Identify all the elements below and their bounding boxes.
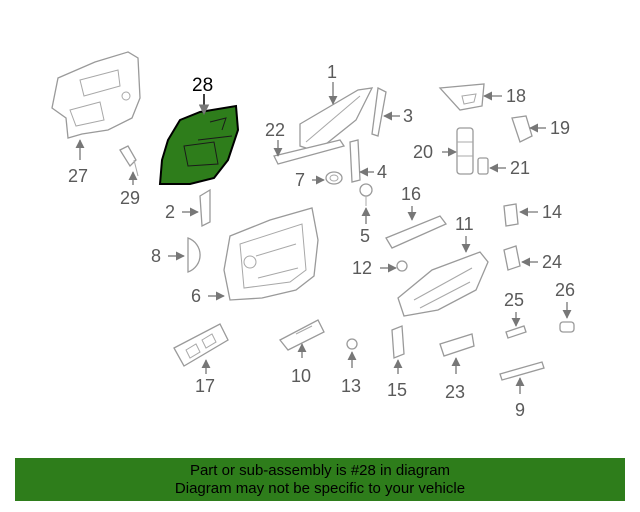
callout-12: 12 xyxy=(352,258,372,278)
part-6-door-panel[interactable] xyxy=(223,207,319,301)
callout-28: 28 xyxy=(192,75,213,96)
part-11-armrest[interactable] xyxy=(397,251,489,317)
part-14-bracket[interactable] xyxy=(503,203,519,227)
part-15-trim-piece[interactable] xyxy=(391,325,405,359)
part-1-window-molding[interactable] xyxy=(299,87,374,153)
part-2-trim[interactable] xyxy=(199,188,211,228)
callout-1: 1 xyxy=(327,62,337,82)
callout-11: 11 xyxy=(455,214,474,234)
part-3-weatherstrip[interactable] xyxy=(371,87,387,137)
callout-25: 25 xyxy=(504,290,524,310)
part-7-grommet[interactable] xyxy=(325,171,343,185)
callout-27: 27 xyxy=(68,166,88,186)
part-24-bracket[interactable] xyxy=(503,245,521,271)
part-28-water-shield[interactable] xyxy=(158,104,240,185)
part-26-bushing[interactable] xyxy=(559,321,575,333)
callout-15: 15 xyxy=(387,380,407,400)
callout-9: 9 xyxy=(515,400,525,420)
callout-4: 4 xyxy=(377,162,387,182)
part-10-switch[interactable] xyxy=(279,319,325,351)
callout-3: 3 xyxy=(403,106,413,126)
callout-7: 7 xyxy=(295,170,305,190)
part-17-switch-panel[interactable] xyxy=(173,323,229,367)
callout-22: 22 xyxy=(265,120,285,140)
part-20-lock-assembly[interactable] xyxy=(456,127,474,175)
part-22-belt-molding[interactable] xyxy=(273,139,346,165)
callout-5: 5 xyxy=(360,226,370,246)
callout-29: 29 xyxy=(120,188,140,208)
callout-24: 24 xyxy=(542,252,562,272)
part-8-speaker-cover[interactable] xyxy=(187,237,201,273)
callout-26: 26 xyxy=(555,280,575,300)
callout-16: 16 xyxy=(401,184,421,204)
callout-21: 21 xyxy=(510,158,530,178)
part-4-bracket[interactable] xyxy=(349,139,361,183)
callout-10: 10 xyxy=(291,366,311,386)
callout-19: 19 xyxy=(550,118,570,138)
callout-23: 23 xyxy=(445,382,465,402)
part-5-screw[interactable] xyxy=(359,183,373,206)
callout-13: 13 xyxy=(341,376,361,396)
callout-18: 18 xyxy=(506,86,526,106)
callout-17: 17 xyxy=(195,376,215,396)
part-19-bracket[interactable] xyxy=(511,115,533,143)
part-29-clip[interactable] xyxy=(119,145,139,177)
part-21-cap[interactable] xyxy=(477,157,489,175)
banner-line-2: Diagram may not be specific to your vehi… xyxy=(174,479,466,497)
info-banner: Part or sub-assembly is #28 in diagram D… xyxy=(15,458,625,501)
part-27-door-frame[interactable] xyxy=(51,51,141,139)
part-9-sill-strip[interactable] xyxy=(499,361,545,381)
callout-2: 2 xyxy=(165,202,175,222)
callout-8: 8 xyxy=(151,246,161,266)
banner-line-1: Part or sub-assembly is #28 in diagram xyxy=(189,461,451,479)
part-13-clip[interactable] xyxy=(346,338,358,350)
part-12-clip[interactable] xyxy=(396,260,408,272)
part-25-clip[interactable] xyxy=(505,325,527,339)
callout-6: 6 xyxy=(191,286,201,306)
parts-diagram: 27 29 28 1 3 22 4 7 xyxy=(51,51,575,420)
callout-14: 14 xyxy=(542,202,562,222)
callout-20: 20 xyxy=(413,142,433,162)
part-18-handle-insert[interactable] xyxy=(438,83,485,111)
part-16-armrest-trim[interactable] xyxy=(385,215,448,249)
part-23-bracket[interactable] xyxy=(439,333,475,357)
